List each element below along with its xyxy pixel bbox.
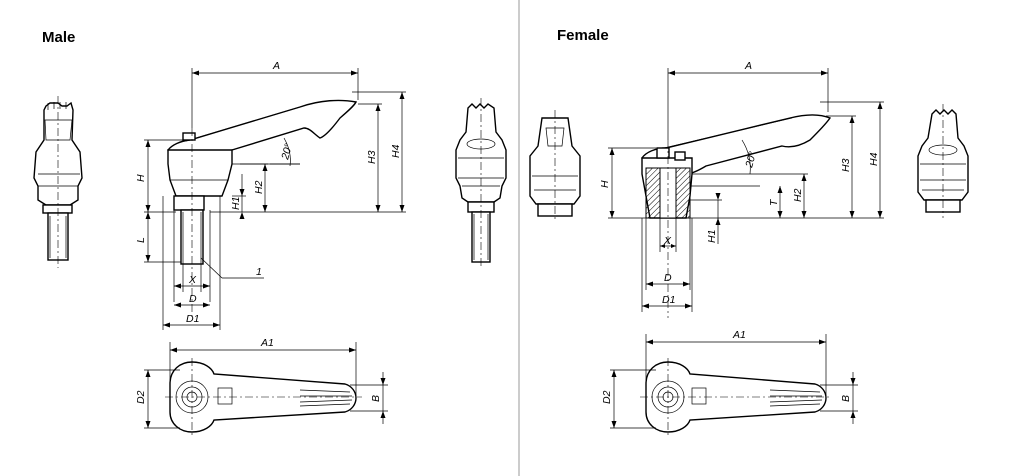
male-side-view xyxy=(144,68,406,330)
male-label-callout-1: 1 xyxy=(256,266,262,278)
dimension-labels: A H L H1 H2 H3 H4 20° X D D1 1 A1 D2 B A… xyxy=(135,60,880,404)
male-plan-view xyxy=(144,342,388,438)
male-label-A: A xyxy=(272,60,280,72)
female-plan-view xyxy=(610,334,858,438)
female-panel-title: Female xyxy=(557,27,609,44)
female-label-angle: 20° xyxy=(743,150,759,169)
male-label-angle: 20° xyxy=(279,142,295,161)
female-label-H: H xyxy=(599,180,611,188)
female-label-A: A xyxy=(744,60,752,72)
female-label-H1: H1 xyxy=(706,230,718,243)
male-label-H4: H4 xyxy=(390,144,402,158)
female-front-view xyxy=(529,110,581,222)
female-end-view xyxy=(917,104,969,218)
male-label-B: B xyxy=(370,395,382,402)
female-label-X: X xyxy=(663,235,672,247)
male-label-D2: D2 xyxy=(135,390,147,404)
male-label-H2: H2 xyxy=(253,180,265,194)
female-label-B: B xyxy=(840,395,852,402)
male-label-D: D xyxy=(189,293,197,305)
male-label-H: H xyxy=(135,174,147,182)
male-label-D1: D1 xyxy=(186,313,199,325)
male-panel-title: Male xyxy=(42,29,76,46)
female-label-H3: H3 xyxy=(840,158,852,172)
female-label-T: T xyxy=(768,198,780,206)
male-label-A1: A1 xyxy=(260,337,274,349)
male-label-X: X xyxy=(188,274,197,286)
male-label-H1: H1 xyxy=(230,197,242,210)
female-label-D1: D1 xyxy=(662,294,675,306)
female-label-D2: D2 xyxy=(601,390,613,404)
male-label-H3: H3 xyxy=(366,150,378,164)
female-label-D: D xyxy=(664,272,672,284)
male-front-view xyxy=(33,96,83,268)
male-end-view xyxy=(455,98,507,268)
female-label-A1: A1 xyxy=(732,329,746,341)
female-label-H4: H4 xyxy=(868,152,880,166)
female-side-view xyxy=(608,68,884,318)
female-label-H2: H2 xyxy=(792,188,804,202)
male-label-L: L xyxy=(135,237,147,243)
